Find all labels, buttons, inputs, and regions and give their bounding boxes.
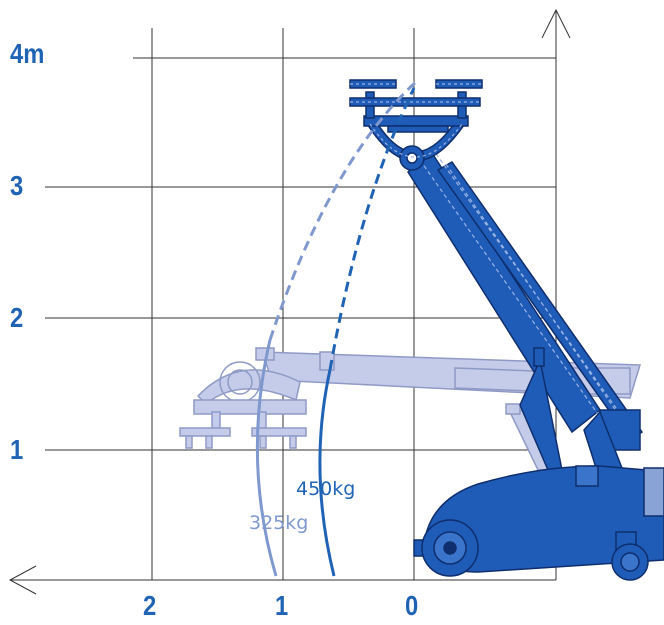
x-label-2: 2 bbox=[143, 590, 157, 621]
y-label-2: 2 bbox=[10, 302, 24, 333]
y-label-3: 3 bbox=[10, 170, 24, 201]
lift-base bbox=[413, 347, 664, 581]
curve-325kg-solid bbox=[255, 339, 278, 577]
curve-450kg-dashed bbox=[328, 87, 416, 371]
raised-boom bbox=[407, 147, 644, 451]
capacity-label-450kg: 450kg bbox=[296, 478, 356, 500]
arrow-left-icon bbox=[8, 565, 37, 595]
curve-325kg-dashed bbox=[268, 78, 420, 341]
arrow-up-icon bbox=[541, 8, 571, 39]
x-label-0: 0 bbox=[405, 590, 419, 621]
load-curves bbox=[255, 78, 420, 577]
capacity-label-325kg: 325kg bbox=[249, 512, 309, 534]
curve-450kg-solid bbox=[318, 369, 336, 577]
y-label-4m: 4m bbox=[10, 38, 45, 69]
vacuum-head bbox=[349, 79, 483, 171]
x-label-1: 1 bbox=[275, 590, 289, 621]
y-label-1: 1 bbox=[10, 434, 24, 465]
